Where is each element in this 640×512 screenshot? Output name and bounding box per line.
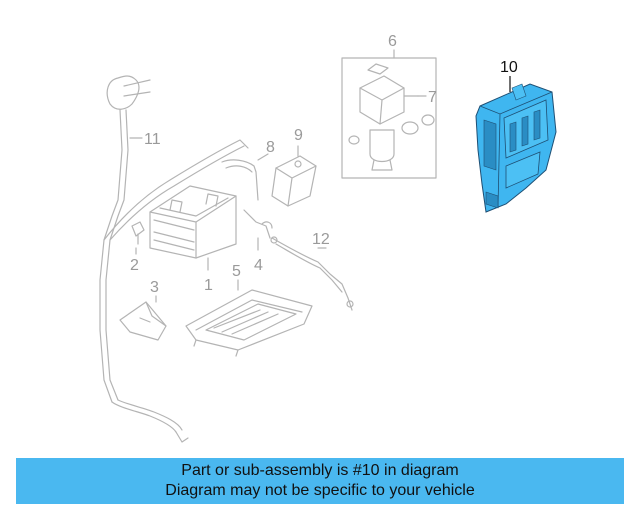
relay-assembly-part-6-7 — [341, 57, 437, 179]
callout-9: 9 — [294, 127, 303, 144]
bracket-part-3 — [119, 301, 167, 341]
callout-leaders — [129, 49, 427, 303]
sensor-part-9 — [271, 155, 317, 207]
callout-12: 12 — [312, 231, 330, 248]
connector-part-4 — [243, 209, 273, 239]
callout-8: 8 — [266, 139, 275, 156]
callout-3: 3 — [150, 279, 159, 296]
callout-10: 10 — [500, 59, 518, 76]
control-module-part-10 — [475, 83, 557, 213]
banner-disclaimer: Diagram may not be specific to your vehi… — [165, 482, 475, 499]
battery-part-1 — [149, 185, 237, 259]
ground-strap-part-12 — [270, 236, 354, 311]
callout-5: 5 — [232, 263, 241, 280]
callout-1: 1 — [204, 277, 213, 294]
callout-7: 7 — [428, 89, 437, 106]
callout-2: 2 — [130, 257, 139, 274]
clip-part-2 — [131, 221, 145, 245]
banner-part-note: Part or sub-assembly is #10 in diagram — [181, 462, 459, 479]
vent-tube-part-8 — [221, 159, 259, 201]
callout-6: 6 — [388, 33, 397, 50]
cable-harness-part-11 — [99, 75, 249, 443]
info-banner: Part or sub-assembly is #10 in diagram D… — [16, 458, 624, 504]
callout-11: 11 — [144, 131, 161, 148]
callout-4: 4 — [254, 257, 263, 274]
battery-tray-part-5 — [185, 289, 313, 357]
